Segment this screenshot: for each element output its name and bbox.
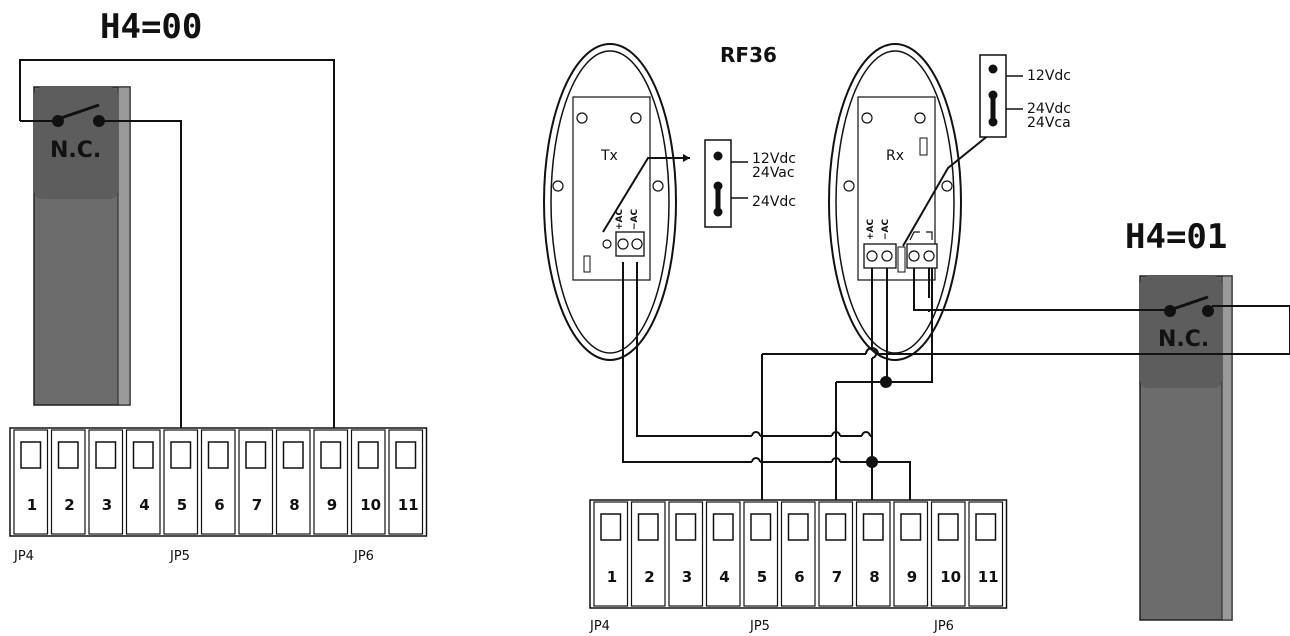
right-terminal-screw-5 — [750, 513, 772, 541]
left-terminal-screw-1 — [20, 441, 42, 469]
tx-photocell: Tx +AC −AC — [543, 43, 690, 361]
right-contact-label: N.C. — [1158, 327, 1209, 352]
left-terminal-screw-11 — [395, 441, 417, 469]
left-jp6-label: JP6 — [353, 549, 374, 564]
rx-jumper: 12Vdc 24Vdc 24Vca — [979, 54, 1071, 138]
right-terminal-number-3: 3 — [682, 568, 692, 586]
right-terminal-block: 1 2 3 4 5 6 7 8 9 10 11 — [589, 499, 1008, 609]
left-jp5-label: JP5 — [169, 549, 190, 564]
left-terminal-number-8: 8 — [289, 496, 299, 514]
left-terminal-screw-6 — [207, 441, 229, 469]
right-terminal-number-9: 9 — [907, 568, 917, 586]
tx-jumper: 12Vdc 24Vac 24Vdc — [704, 139, 796, 228]
left-mode-label: H4=00 — [100, 7, 202, 47]
left-terminal-number-11: 11 — [398, 496, 419, 514]
left-terminal-screw-3 — [95, 441, 117, 469]
right-terminal-number-5: 5 — [757, 568, 767, 586]
right-terminal-screw-9 — [900, 513, 922, 541]
left-terminal-number-2: 2 — [64, 496, 74, 514]
tx-minus-ac: −AC — [630, 208, 640, 230]
right-terminal-number-4: 4 — [719, 568, 729, 586]
right-terminal-2 — [630, 501, 666, 607]
right-mode-label: H4=01 — [1125, 217, 1227, 257]
left-terminal-number-9: 9 — [327, 496, 337, 514]
rx-label: Rx — [886, 148, 904, 164]
left-terminal-screw-7 — [245, 441, 267, 469]
tx-jumper-12vdc: 12Vdc — [752, 151, 796, 167]
tx-label: Tx — [600, 148, 618, 164]
left-terminal-number-4: 4 — [139, 496, 149, 514]
right-jp6-label: JP6 — [933, 619, 954, 634]
right-terminal-screw-11 — [975, 513, 997, 541]
tx-jumper-leader — [602, 157, 690, 233]
right-terminal-screw-10 — [937, 513, 959, 541]
rx-plus-ac: +AC — [866, 218, 876, 240]
right-photocell-device: N.C. — [1139, 275, 1233, 621]
right-terminal-number-7: 7 — [832, 568, 842, 586]
left-contact-label: N.C. — [50, 138, 101, 163]
left-photocell-device: N.C. — [33, 86, 131, 406]
right-terminal-number-10: 10 — [940, 568, 961, 586]
left-wire-5 — [99, 120, 182, 428]
right-terminal-number-8: 8 — [869, 568, 879, 586]
rx-jumper-12vdc: 12Vdc — [1027, 68, 1071, 84]
left-terminal-screw-10 — [357, 441, 379, 469]
left-jp4-label: JP4 — [13, 549, 34, 564]
right-terminal-number-1: 1 — [607, 568, 617, 586]
left-terminal-11 — [388, 429, 424, 535]
left-terminal-number-5: 5 — [177, 496, 187, 514]
left-terminal-number-3: 3 — [102, 496, 112, 514]
left-terminal-number-1: 1 — [27, 496, 37, 514]
right-wiring — [622, 262, 1290, 500]
right-terminal-screw-7 — [825, 513, 847, 541]
tx-plus-ac: +AC — [615, 208, 625, 230]
right-terminal-screw-6 — [787, 513, 809, 541]
rx-jumper-leader — [902, 129, 996, 247]
tx-jumper-24vac: 24Vac — [752, 165, 795, 181]
left-terminal-number-10: 10 — [360, 496, 381, 514]
rx-jumper-24vdc: 24Vdc — [1027, 101, 1071, 117]
left-terminal-number-7: 7 — [252, 496, 262, 514]
left-terminal-screw-9 — [320, 441, 342, 469]
left-terminal-number-6: 6 — [214, 496, 224, 514]
rx-jumper-24vca: 24Vca — [1027, 115, 1071, 131]
right-terminal-screw-2 — [637, 513, 659, 541]
right-terminal-3 — [668, 501, 704, 607]
left-terminal-screw-4 — [132, 441, 154, 469]
left-terminal-block: 1 2 3 4 5 6 7 8 9 10 11 — [9, 427, 428, 537]
right-terminal-number-11: 11 — [978, 568, 999, 586]
right-jp4-label: JP4 — [589, 619, 610, 634]
tx-jumper-24vdc: 24Vdc — [752, 194, 796, 210]
right-terminal-screw-1 — [600, 513, 622, 541]
rx-photocell: Rx +AC −AC — [828, 43, 996, 361]
left-terminal-screw-8 — [282, 441, 304, 469]
left-terminal-4 — [125, 429, 161, 535]
left-terminal-10 — [350, 429, 386, 535]
right-terminal-number-2: 2 — [644, 568, 654, 586]
model-label: RF36 — [720, 43, 777, 67]
right-terminal-screw-8 — [862, 513, 884, 541]
left-terminal-screw-5 — [170, 441, 192, 469]
rx-minus-ac: −AC — [881, 218, 891, 240]
right-terminal-screw-4 — [712, 513, 734, 541]
right-terminal-screw-3 — [675, 513, 697, 541]
right-jp5-label: JP5 — [749, 619, 770, 634]
left-wire-9 — [19, 59, 335, 428]
right-terminal-number-6: 6 — [794, 568, 804, 586]
left-terminal-screw-2 — [57, 441, 79, 469]
